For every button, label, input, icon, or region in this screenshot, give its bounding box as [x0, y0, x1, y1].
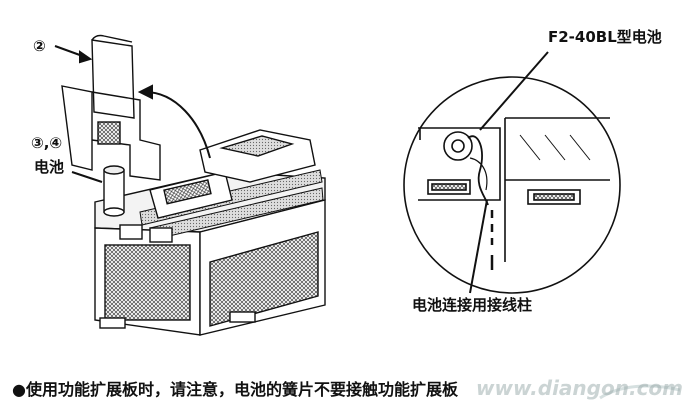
battery-model-label: F2-40BL型电池 — [548, 28, 662, 46]
battery-label: 电池 — [34, 158, 65, 176]
board-bracket — [61, 85, 161, 181]
battery-terminal-label: 电池连接用接线柱 — [412, 296, 533, 314]
curved-arrow — [137, 84, 211, 159]
model-pointer — [479, 51, 549, 131]
detail-magnifier — [403, 76, 621, 294]
battery-pointer — [71, 171, 103, 183]
step-2-label: ② — [33, 37, 46, 55]
expansion-board-panel — [519, 134, 591, 161]
plc-unit — [94, 129, 326, 336]
expansion-board — [91, 34, 135, 119]
insert-arrow — [54, 45, 93, 64]
caption-text: 使用功能扩展板时，请注意，电池的簧片不要接触功能扩展板 — [25, 380, 458, 399]
caption-bullet: ● — [12, 380, 26, 399]
caption: ●使用功能扩展板时，请注意，电池的簧片不要接触功能扩展板 — [12, 376, 458, 400]
plc-side-vent — [209, 231, 319, 327]
watermark: www.diangon.com — [476, 376, 683, 400]
battery-cylinder — [103, 165, 125, 217]
watermark-logo — [599, 384, 681, 400]
plc-foot — [99, 317, 126, 329]
connector-slot — [163, 179, 212, 205]
battery-lead-wire — [467, 135, 489, 206]
plc-front-vent — [104, 244, 191, 321]
step-3-4-label: ③,④ — [31, 134, 63, 152]
magnifier-circle — [403, 76, 621, 294]
terminal-pointer — [469, 199, 488, 294]
